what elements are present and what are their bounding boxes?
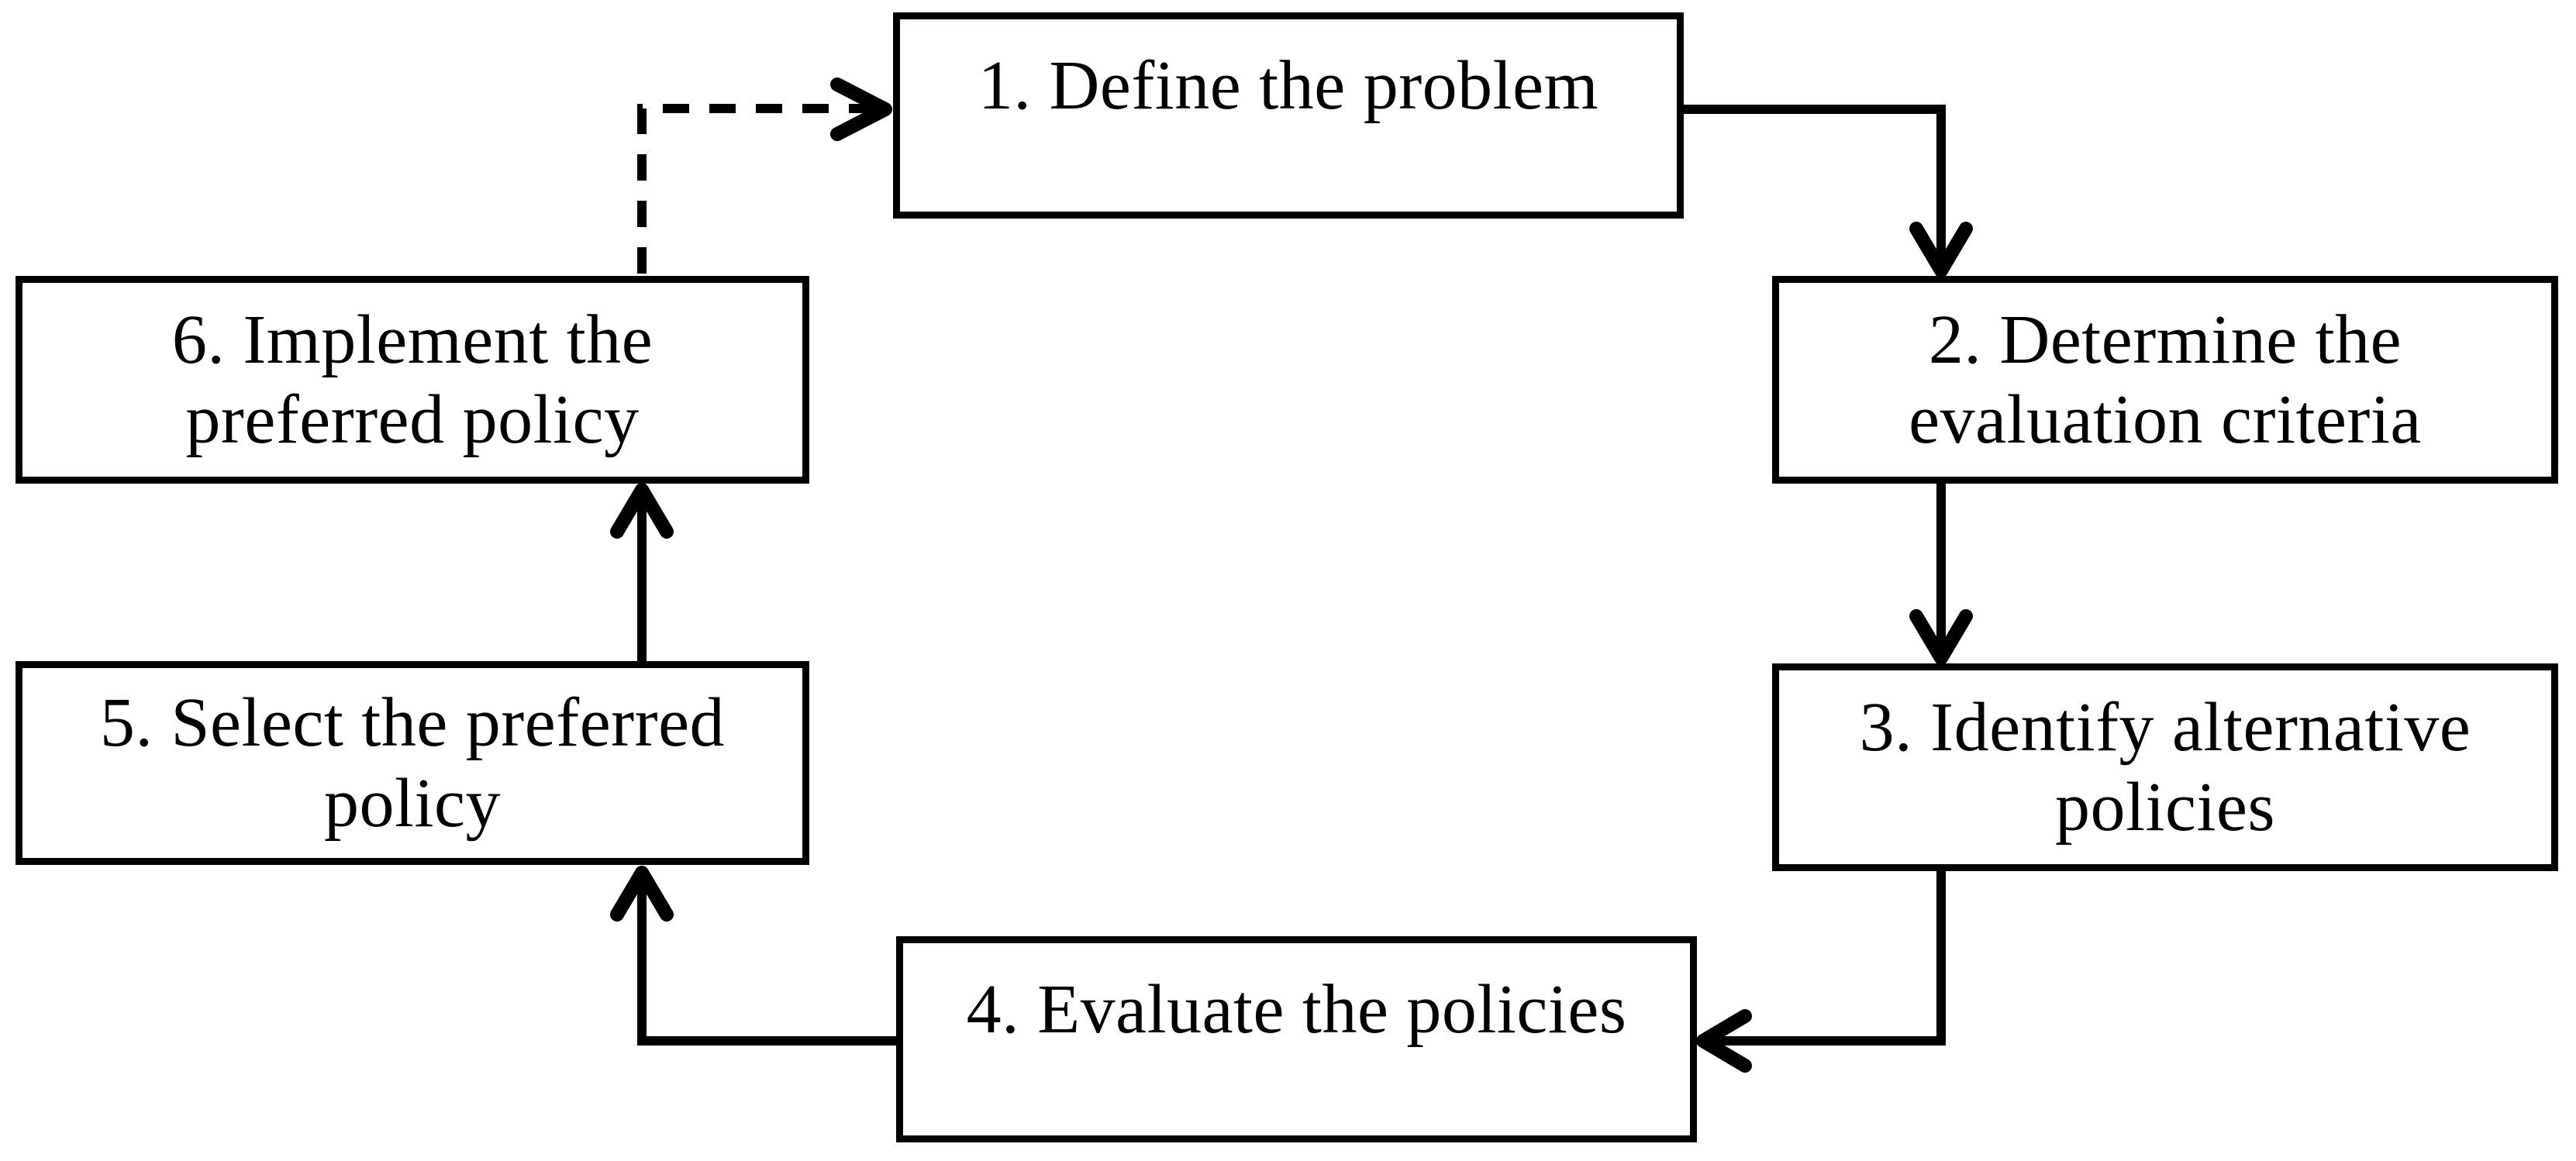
step-label: 5. Select the preferred policy <box>99 684 726 842</box>
arrowhead-left-icon <box>1696 1009 1752 1073</box>
step-box-identify-alternatives: 3. Identify alternative policies <box>1772 663 2558 871</box>
step-box-implement-policy: 6. Implement the preferred policy <box>16 276 809 484</box>
connector-6-to-1-dashed <box>637 78 892 274</box>
arrowhead-right-icon <box>830 78 892 141</box>
connector-5-to-6 <box>610 483 674 661</box>
step-label: 1. Define the problem <box>978 47 1599 125</box>
step-label: 3. Identify alternative policies <box>1859 688 2471 846</box>
arrowhead-up-icon <box>610 866 674 922</box>
connector-1-to-2 <box>1684 105 1973 277</box>
connector-2-to-3 <box>1909 484 1973 665</box>
step-box-define-problem: 1. Define the problem <box>893 12 1684 219</box>
connector-line <box>637 878 896 1046</box>
step-box-determine-criteria: 2. Determine the evaluation criteria <box>1772 276 2558 484</box>
step-label: 6. Implement the preferred policy <box>171 301 653 459</box>
arrowhead-down-icon <box>1909 222 1973 277</box>
step-box-select-policy: 5. Select the preferred policy <box>16 661 809 865</box>
connector-line <box>1709 871 1946 1046</box>
connector-4-to-5 <box>610 866 896 1046</box>
connector-line <box>1684 105 1946 265</box>
connector-3-to-4 <box>1696 871 1946 1073</box>
step-box-evaluate-policies: 4. Evaluate the policies <box>896 936 1697 1142</box>
step-label: 4. Evaluate the policies <box>966 971 1627 1049</box>
connector-dashed-line <box>637 104 874 274</box>
step-label: 2. Determine the evaluation criteria <box>1909 301 2422 459</box>
arrowhead-up-icon <box>610 483 674 539</box>
arrowhead-down-icon <box>1909 609 1973 665</box>
